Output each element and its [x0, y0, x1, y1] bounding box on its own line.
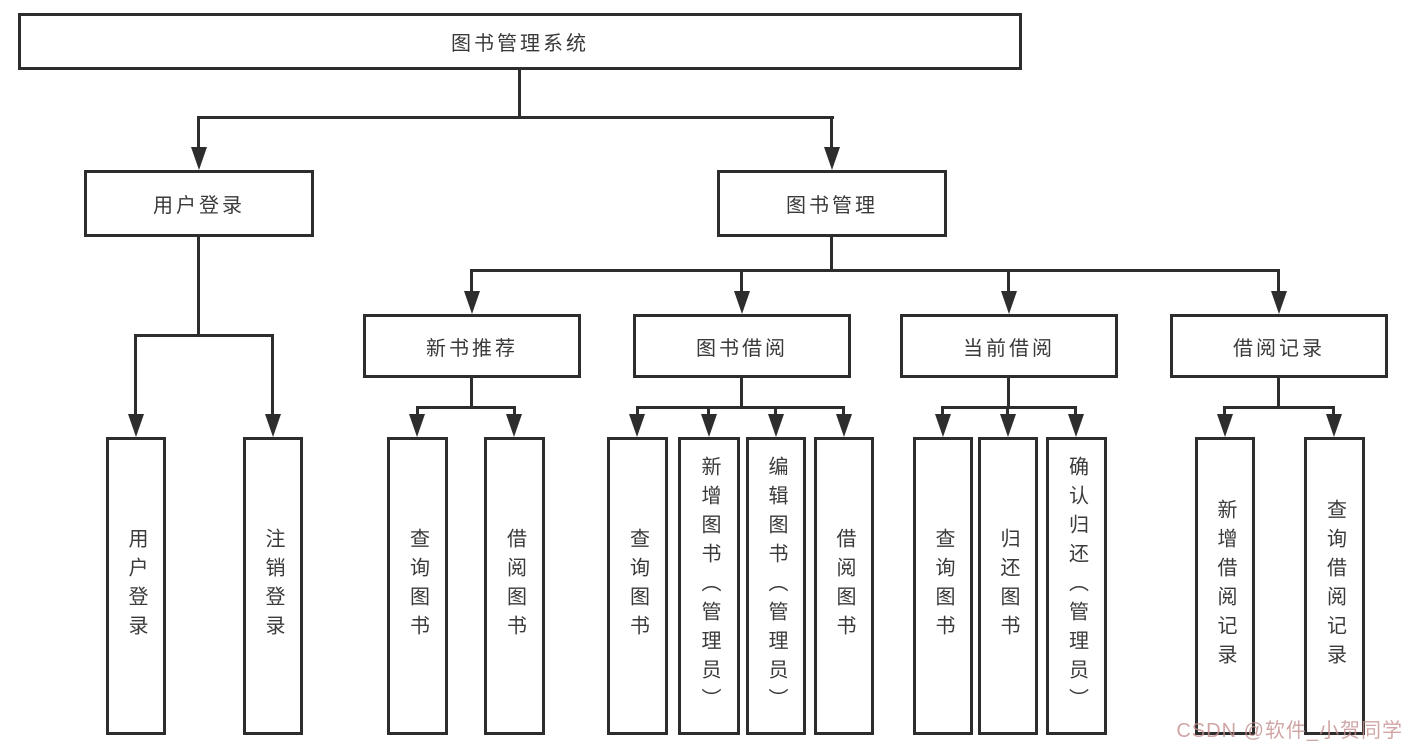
connector-stem-user-login	[197, 116, 200, 150]
arrow-down-icon	[1271, 291, 1287, 314]
leaf-return-books: 归还图书	[978, 437, 1038, 735]
leaf-confirm-return-admin: 确认归还（管理员）	[1046, 437, 1107, 735]
leaf-add-borrow-record: 新增借阅记录	[1195, 437, 1255, 735]
arrow-down-icon	[128, 414, 144, 437]
leaf-query-books-current: 查询图书	[913, 437, 973, 735]
node-borrow-records-label: 借阅记录	[1233, 337, 1325, 360]
node-borrow-records: 借阅记录	[1170, 314, 1388, 378]
leaf-borrow-books-recommend-label: 借阅图书	[503, 528, 526, 644]
arrow-down-icon	[935, 414, 951, 437]
connector-stem-book-management	[830, 116, 833, 150]
connector-stem-leaf-logout	[271, 334, 274, 414]
leaf-query-books-recommend-label: 查询图书	[406, 528, 429, 644]
leaf-query-borrow-record: 查询借阅记录	[1304, 437, 1365, 735]
arrow-down-icon	[629, 414, 645, 437]
connector-root-stem	[518, 70, 521, 118]
node-root-label: 图书管理系统	[451, 33, 589, 55]
leaf-borrow-books: 借阅图书	[814, 437, 874, 735]
leaf-query-books-borrow-label: 查询图书	[626, 528, 649, 644]
connector-stem-leaf	[636, 406, 639, 417]
node-new-book-recommend: 新书推荐	[363, 314, 581, 378]
arrow-down-icon	[734, 291, 750, 314]
connector-book-management-stem	[830, 237, 833, 272]
node-root: 图书管理系统	[18, 13, 1022, 70]
connector-stem-leaf	[842, 406, 845, 417]
leaf-logout: 注销登录	[243, 437, 303, 735]
connector-current-borrow-bar	[941, 406, 1077, 409]
connector-stem-leaf	[1006, 406, 1009, 417]
connector-stem-leaf	[416, 406, 419, 417]
node-user-login: 用户登录	[84, 170, 314, 237]
arrow-down-icon	[701, 414, 717, 437]
arrow-down-icon	[836, 414, 852, 437]
connector-stem-leaf	[1074, 406, 1077, 417]
connector-new-book-stem	[470, 378, 473, 409]
node-book-borrow: 图书借阅	[633, 314, 851, 378]
leaf-logout-label: 注销登录	[262, 528, 284, 644]
leaf-query-books-recommend: 查询图书	[387, 437, 448, 735]
leaf-query-books-borrow: 查询图书	[607, 437, 668, 735]
leaf-add-borrow-record-label: 新增借阅记录	[1214, 499, 1236, 673]
connector-book-borrow-stem	[740, 378, 743, 409]
leaf-add-books-admin-label: 新增图书（管理员）	[698, 455, 720, 717]
leaf-return-books-label: 归还图书	[997, 528, 1019, 644]
connector-stem-leaf	[1332, 406, 1335, 417]
node-current-borrow: 当前借阅	[900, 314, 1118, 378]
leaf-confirm-return-admin-label: 确认归还（管理员）	[1065, 455, 1088, 717]
connector-stem-leaf-user-login	[134, 334, 137, 414]
leaf-user-login: 用户登录	[106, 437, 166, 735]
arrow-down-icon	[824, 147, 840, 170]
arrow-down-icon	[506, 414, 522, 437]
arrow-down-icon	[1068, 414, 1084, 437]
connector-new-book-bar	[416, 406, 516, 409]
connector-root-bar	[197, 116, 834, 119]
connector-user-login-stem	[197, 237, 200, 337]
leaf-query-borrow-record-label: 查询借阅记录	[1323, 499, 1346, 673]
leaf-add-books-admin: 新增图书（管理员）	[678, 437, 740, 735]
leaf-user-login-label: 用户登录	[125, 528, 147, 644]
arrow-down-icon	[464, 291, 480, 314]
arrow-down-icon	[768, 414, 784, 437]
connector-borrow-records-stem	[1277, 378, 1280, 409]
leaf-borrow-books-recommend: 借阅图书	[484, 437, 545, 735]
connector-borrow-records-bar	[1223, 406, 1335, 409]
leaf-borrow-books-label: 借阅图书	[833, 528, 855, 644]
node-book-management-label: 图书管理	[786, 195, 878, 217]
node-book-borrow-label: 图书借阅	[696, 337, 788, 360]
connector-stem-current-borrow	[1007, 269, 1010, 293]
connector-stem-leaf	[941, 406, 944, 417]
connector-stem-new-book	[470, 269, 473, 293]
connector-stem-leaf	[1223, 406, 1226, 417]
arrow-down-icon	[265, 414, 281, 437]
connector-current-borrow-stem	[1007, 378, 1010, 409]
connector-stem-leaf	[513, 406, 516, 417]
node-user-login-label: 用户登录	[153, 195, 245, 217]
connector-user-login-bar	[134, 334, 274, 337]
node-new-book-recommend-label: 新书推荐	[426, 337, 518, 360]
leaf-edit-books-admin: 编辑图书（管理员）	[746, 437, 806, 735]
arrow-down-icon	[409, 414, 425, 437]
connector-book-borrow-bar	[636, 406, 845, 409]
connector-stem-book-borrow	[740, 269, 743, 293]
leaf-edit-books-admin-label: 编辑图书（管理员）	[765, 455, 787, 717]
arrow-down-icon	[1000, 414, 1016, 437]
arrow-down-icon	[1326, 414, 1342, 437]
arrow-down-icon	[1001, 291, 1017, 314]
connector-stem-leaf	[774, 406, 777, 417]
node-current-borrow-label: 当前借阅	[963, 337, 1055, 360]
leaf-query-books-current-label: 查询图书	[932, 528, 954, 644]
watermark: CSDN @软件_小贺同学	[1176, 720, 1403, 742]
arrow-down-icon	[191, 147, 207, 170]
connector-stem-borrow-records	[1277, 269, 1280, 293]
node-book-management: 图书管理	[717, 170, 947, 237]
arrow-down-icon	[1217, 414, 1233, 437]
connector-book-management-bar	[470, 269, 1280, 272]
connector-stem-leaf	[707, 406, 710, 417]
